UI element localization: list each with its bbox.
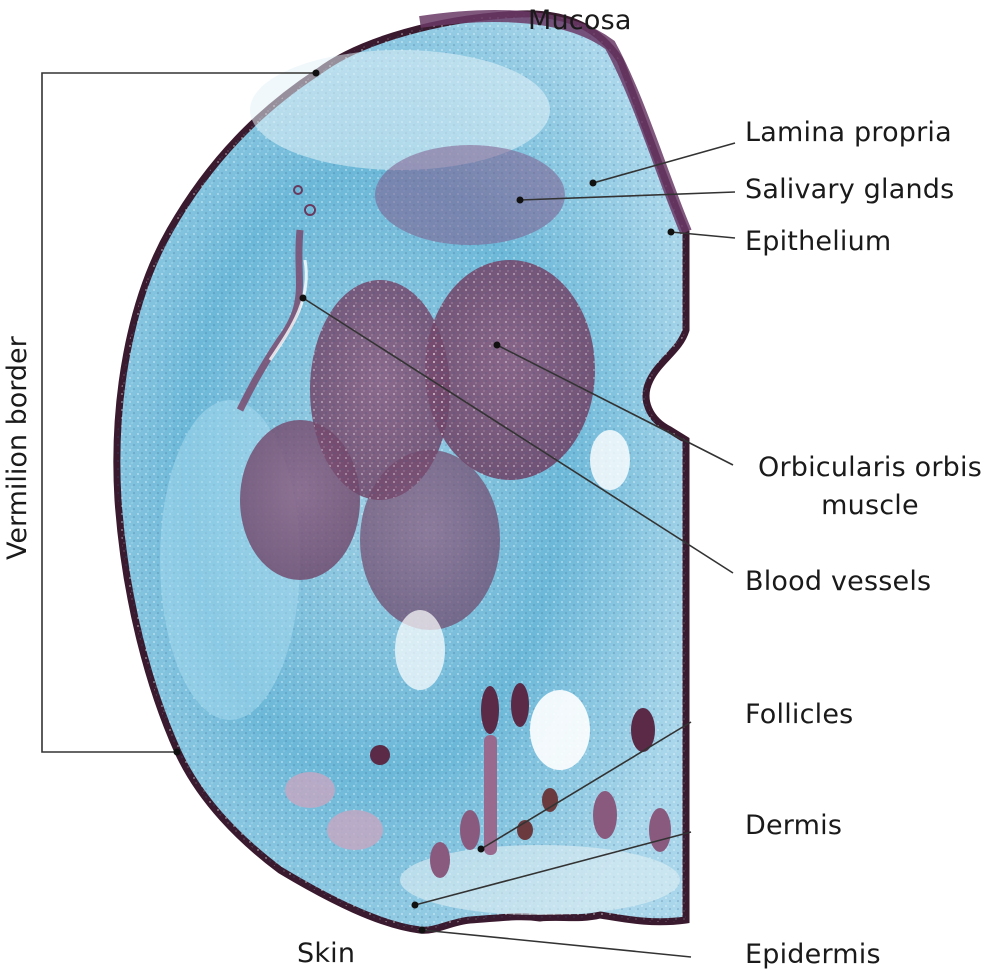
label-mucosa: Mucosa: [528, 5, 632, 36]
leader-dermis: [414, 831, 692, 906]
leader-lamina-propria: [592, 142, 736, 184]
leader-epidermis: [421, 929, 692, 958]
label-follicles: Follicles: [745, 699, 854, 730]
label-epidermis: Epidermis: [745, 939, 881, 970]
tissue-section: [113, 9, 692, 934]
label-orbicularis: Orbicularis orbis muscle: [745, 452, 995, 522]
leader-epithelium: [670, 231, 736, 239]
leader-salivary-glands: [519, 191, 736, 201]
label-blood-vessels: Blood vessels: [745, 566, 932, 597]
label-skin: Skin: [297, 938, 356, 969]
leader-lines: [302, 142, 736, 958]
label-orbicularis-line2: muscle: [821, 490, 919, 521]
leader-follicles: [480, 721, 692, 850]
leader-dots: [299, 179, 675, 934]
leader-orbicularis: [496, 344, 734, 466]
label-orbicularis-line1: Orbicularis orbis: [758, 452, 982, 483]
bracket-top-dot: [312, 69, 320, 77]
label-vermilion-border: Vermilion border: [2, 336, 33, 560]
vermilion-border-bracket: [41, 72, 316, 753]
label-dermis: Dermis: [745, 810, 843, 841]
label-salivary-glands: Salivary glands: [745, 174, 955, 205]
label-lamina-propria: Lamina propria: [745, 117, 952, 148]
label-epithelium: Epithelium: [745, 226, 892, 257]
bracket-bottom-dot: [173, 748, 181, 756]
leader-blood-vessels: [302, 297, 734, 574]
